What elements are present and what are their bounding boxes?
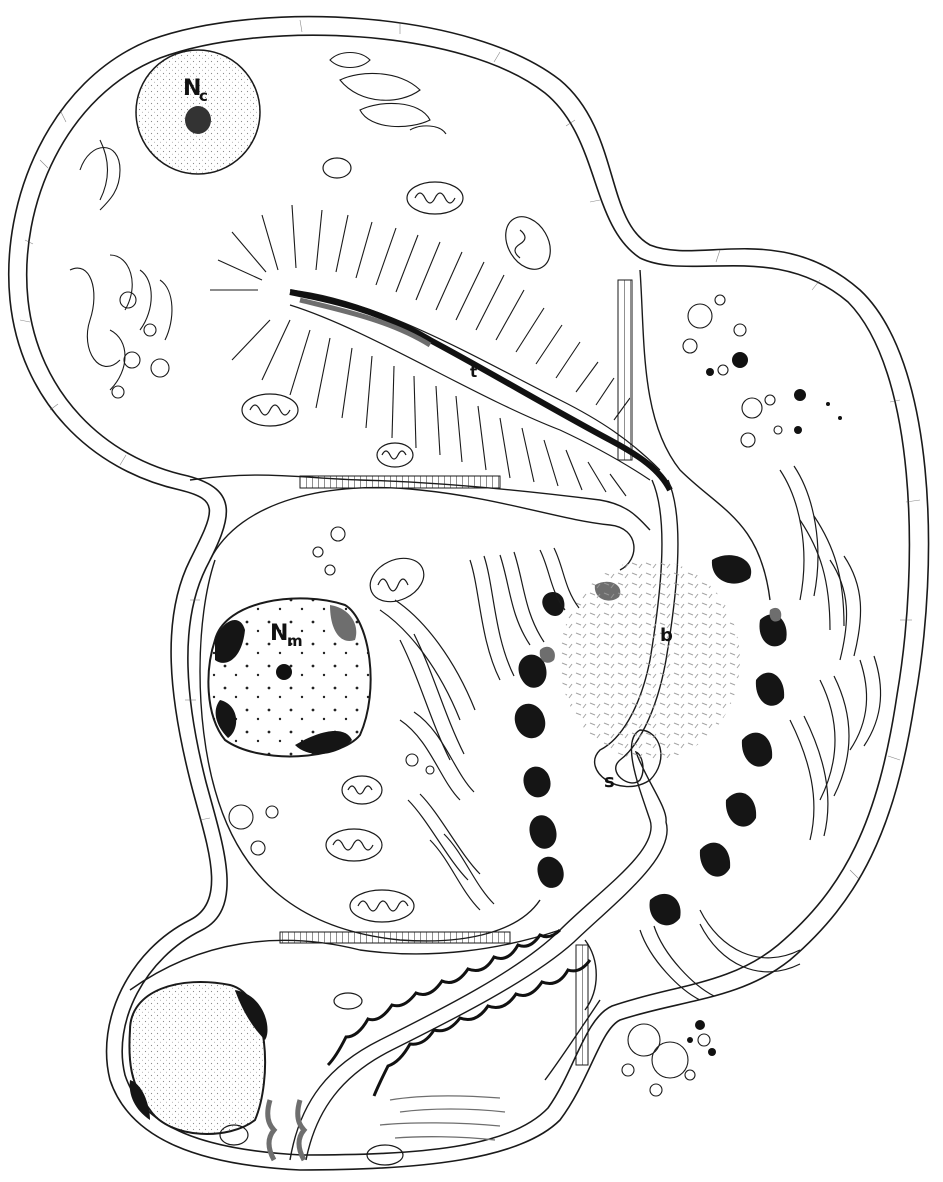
- svg-text:c: c: [199, 87, 208, 105]
- label-b: b: [660, 625, 673, 646]
- label-s: s: [604, 771, 615, 792]
- mito-10: [334, 993, 362, 1009]
- nucleus-nm: [208, 598, 370, 756]
- mito-1: [407, 182, 463, 214]
- microvilli-comb: [290, 290, 660, 480]
- mito-3: [323, 158, 351, 178]
- stippled-zone-b: [560, 560, 740, 760]
- mito-4: [242, 394, 298, 426]
- duct-grey-tips: [268, 1100, 304, 1160]
- svg-text:m: m: [287, 632, 303, 650]
- mito-9: [350, 890, 414, 922]
- svg-text:N: N: [270, 621, 288, 646]
- dark-granule-ring-left: [515, 592, 565, 888]
- nucleus-nc: [136, 50, 260, 174]
- mito-5: [377, 443, 413, 467]
- er-tubules-top-right: [330, 53, 446, 135]
- mito-8: [326, 829, 382, 861]
- mito-2: [497, 209, 560, 277]
- mito-12: [367, 1145, 403, 1165]
- nucleus-bottom: [129, 982, 267, 1134]
- microvilli-fingers-upper: [210, 205, 630, 420]
- mito-7: [342, 776, 382, 804]
- label-t: t: [470, 363, 477, 381]
- bottom-lamellae: [380, 1096, 505, 1140]
- er-tubules-top-left: [70, 140, 172, 390]
